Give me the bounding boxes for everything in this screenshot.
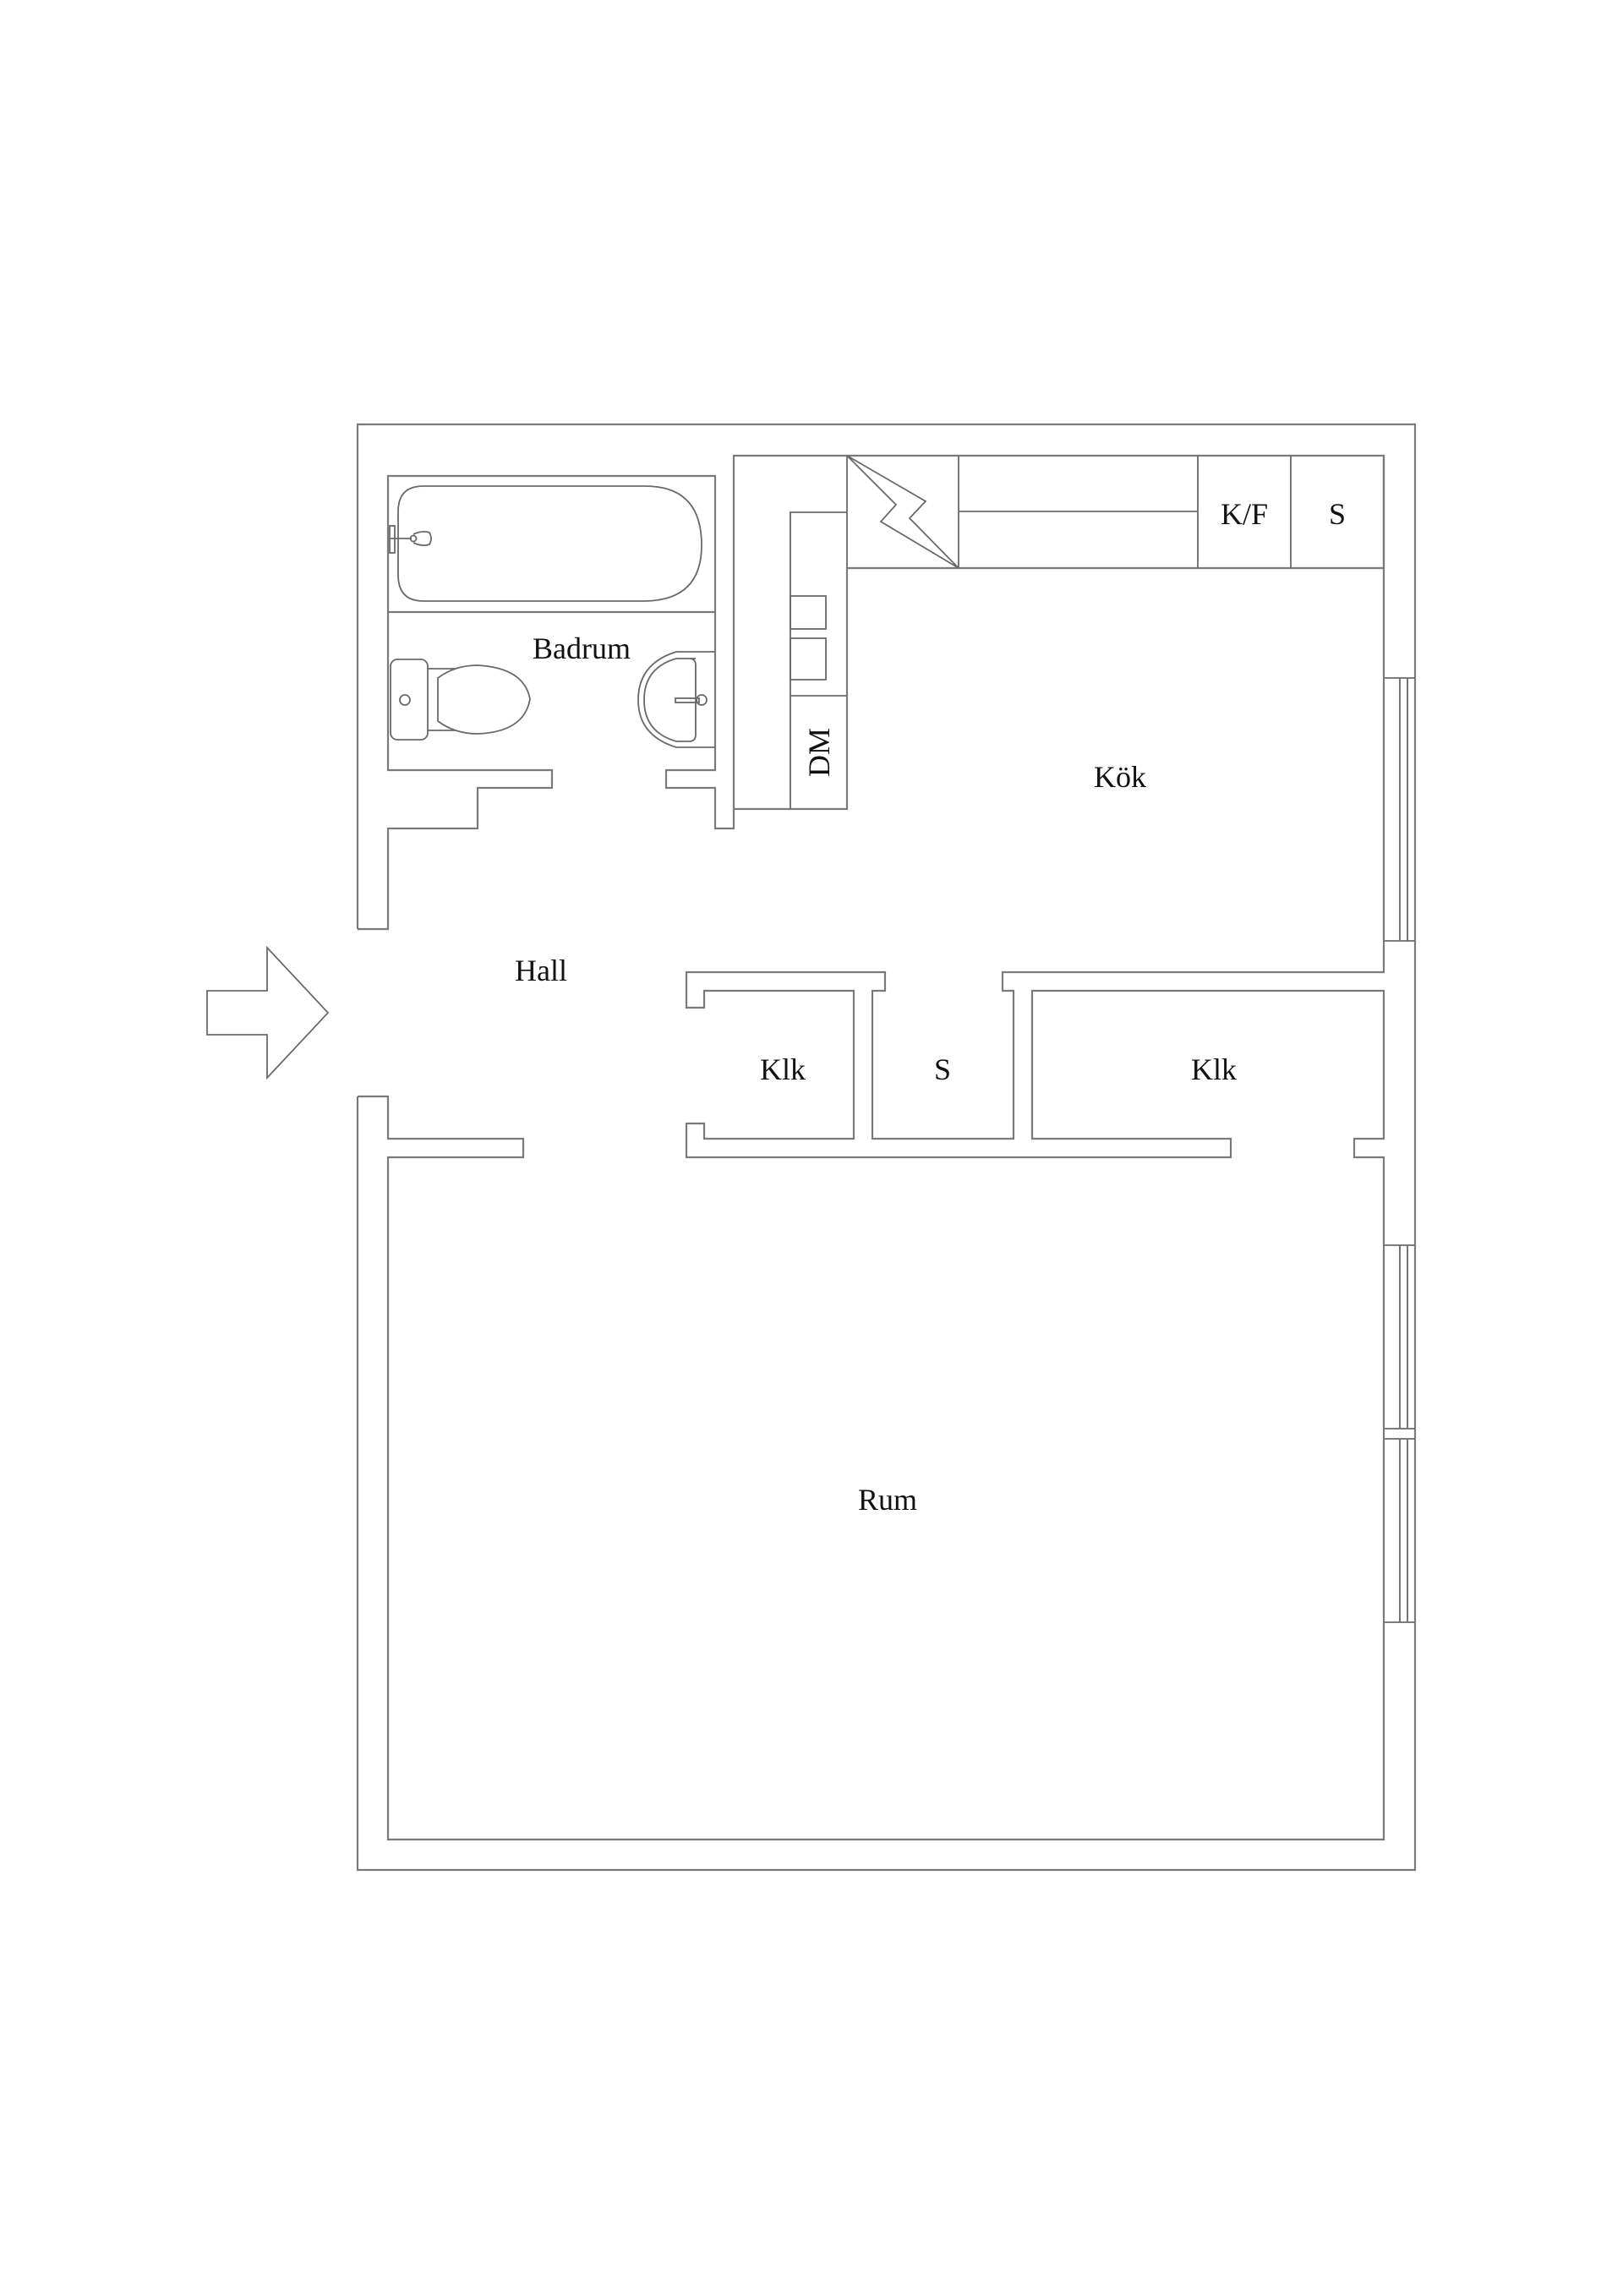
- label-klk-right: Klk: [1191, 1052, 1237, 1086]
- label-hall: Hall: [515, 954, 567, 987]
- window-rum-2: [1384, 1438, 1415, 1623]
- label-badrum: Badrum: [533, 631, 631, 665]
- label-s-closet: S: [934, 1052, 951, 1086]
- window-kitchen: [1384, 677, 1415, 942]
- label-kf: K/F: [1221, 497, 1268, 531]
- label-kitchen-s: S: [1329, 497, 1346, 531]
- entrance-arrow-icon: [206, 945, 330, 1080]
- label-klk-left: Klk: [760, 1052, 806, 1086]
- interior-walls: [358, 456, 1385, 1841]
- bathtub-icon: [389, 485, 702, 602]
- kitchen-counters: [732, 454, 1385, 811]
- sink-icon: [637, 651, 715, 748]
- label-rum: Rum: [858, 1483, 917, 1517]
- window-rum-1: [1384, 1244, 1415, 1430]
- label-dm: DM: [802, 728, 836, 777]
- label-kok: Kök: [1094, 760, 1146, 794]
- outer-wall: [356, 423, 1417, 1872]
- stove-zigzag-icon: [846, 455, 959, 569]
- toilet-icon: [390, 659, 531, 741]
